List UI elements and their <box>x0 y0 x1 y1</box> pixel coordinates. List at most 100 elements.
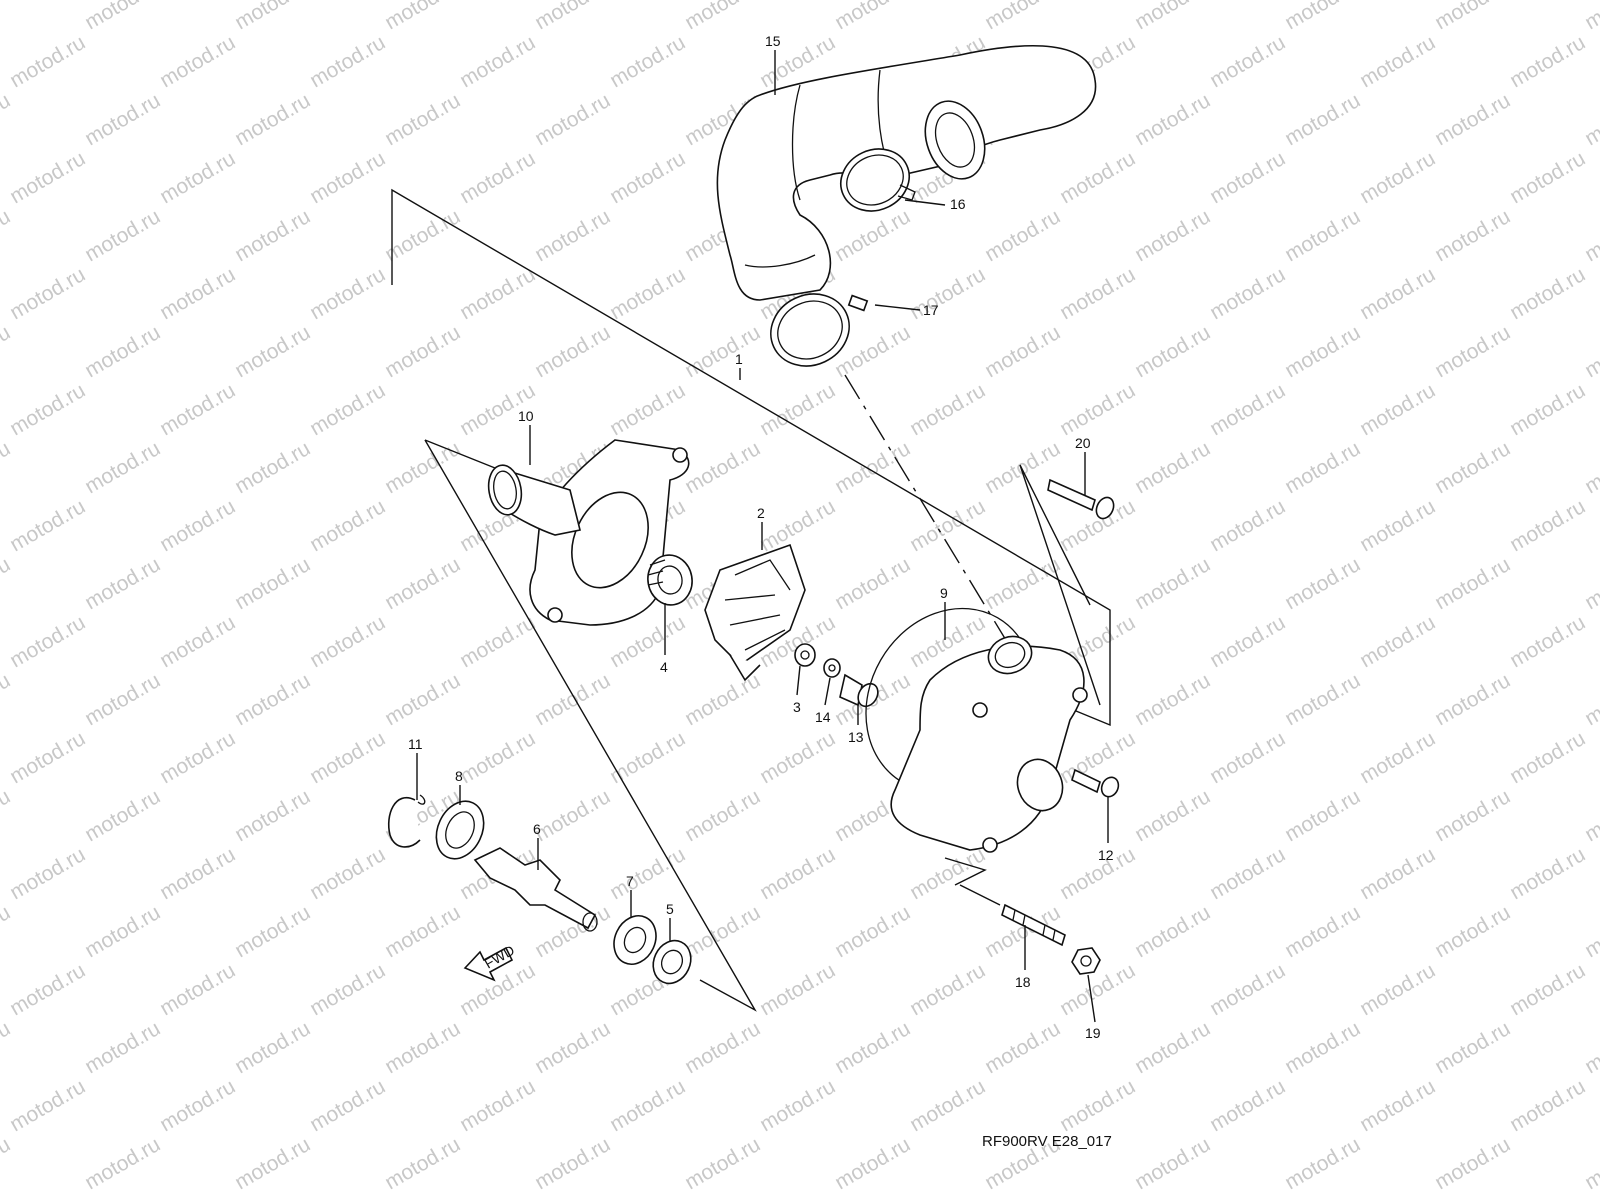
watermark-text: motod.ru <box>1056 959 1139 1020</box>
watermark-text: motod.ru <box>81 437 164 498</box>
washer-14 <box>823 658 841 678</box>
watermark-text: motod.ru <box>906 263 989 324</box>
watermark-text: motod.ru <box>756 1075 839 1136</box>
callout-2: 2 <box>757 505 765 521</box>
callout-19: 19 <box>1085 1025 1101 1041</box>
callout-7: 7 <box>626 873 634 889</box>
watermark-text: motod.ru <box>1356 611 1439 672</box>
watermark-text: motod.ru <box>156 379 239 440</box>
watermark-text: motod.ru <box>306 379 389 440</box>
callout-17: 17 <box>923 302 939 318</box>
watermark-text: motod.ru <box>81 669 164 730</box>
bolt-13 <box>839 673 879 708</box>
watermark-text: motod.ru <box>6 379 89 440</box>
watermark-text: motod.ru <box>1431 1017 1514 1078</box>
watermark-text: motod.ru <box>1206 843 1289 904</box>
bearing-8 <box>435 800 485 860</box>
watermark-text: motod.ru <box>0 437 14 498</box>
watermark-text: motod.ru <box>1431 89 1514 150</box>
watermark-text: motod.ru <box>0 1017 14 1078</box>
watermark-text: motod.ru <box>531 669 614 730</box>
watermark-text: motod.ru <box>1281 437 1364 498</box>
watermark-text: motod.ru <box>606 727 689 788</box>
watermark-text: motod.ru <box>1506 959 1589 1020</box>
watermark-text: motod.ru <box>0 205 14 266</box>
watermark-text: motod.ru <box>1506 263 1589 324</box>
watermark-text: motod.ru <box>531 321 614 382</box>
watermark-text: motod.ru <box>1281 89 1364 150</box>
callout-14: 14 <box>815 709 831 725</box>
watermark-text: motod.ru <box>156 727 239 788</box>
watermark-text: motod.ru <box>1431 553 1514 614</box>
callout-9: 9 <box>940 585 948 601</box>
watermark-text: motod.ru <box>81 1017 164 1078</box>
watermark-text: motod.ru <box>981 1017 1064 1078</box>
watermark-text: motod.ru <box>1131 437 1214 498</box>
washer-3 <box>794 643 816 667</box>
watermark-text: motod.ru <box>6 147 89 208</box>
watermark-text: motod.ru <box>306 959 389 1020</box>
watermark-text: motod.ru <box>1281 321 1364 382</box>
watermark-text: motod.ru <box>606 379 689 440</box>
watermark-text: motod.ru <box>0 785 14 846</box>
pump-shaft-6 <box>473 847 598 932</box>
watermark-text: motod.ru <box>1431 901 1514 962</box>
watermark-text: motod.ru <box>231 901 314 962</box>
bolt-12 <box>1071 768 1120 798</box>
callout-4: 4 <box>660 659 668 675</box>
circlip-11 <box>388 794 426 848</box>
watermark-text: motod.ru <box>981 0 1064 34</box>
watermark-text: motod.ru <box>6 263 89 324</box>
watermark-text: motod.ru <box>1431 437 1514 498</box>
watermark-text: motod.ru <box>1581 901 1600 962</box>
watermark-text: motod.ru <box>1281 785 1364 846</box>
watermark-text: motod.ru <box>456 263 539 324</box>
watermark-text: motod.ru <box>531 205 614 266</box>
watermark-text: motod.ru <box>81 553 164 614</box>
callout-3: 3 <box>793 699 801 715</box>
mechanical-seal-4 <box>647 554 693 606</box>
watermark-text: motod.ru <box>306 727 389 788</box>
watermark-text: motod.ru <box>1206 611 1289 672</box>
watermark-text: motod.ru <box>156 1075 239 1136</box>
watermark-text: motod.ru <box>531 89 614 150</box>
watermark-text: motod.ru <box>1206 31 1289 92</box>
watermark-text: motod.ru <box>1131 1133 1214 1194</box>
watermark-text: motod.ru <box>981 205 1064 266</box>
callout-11: 11 <box>408 736 423 752</box>
watermark-text: motod.ru <box>606 147 689 208</box>
watermark-text: motod.ru <box>681 437 764 498</box>
watermark-text: motod.ru <box>1581 321 1600 382</box>
watermark-text: motod.ru <box>756 727 839 788</box>
watermark-text: motod.ru <box>1506 495 1589 556</box>
watermark-text: motod.ru <box>1581 553 1600 614</box>
watermark-text: motod.ru <box>6 727 89 788</box>
watermark-text: motod.ru <box>231 1017 314 1078</box>
watermark-text: motod.ru <box>1206 379 1289 440</box>
hose-clamp-16 <box>840 148 916 212</box>
watermark-text: motod.ru <box>81 0 164 34</box>
watermark-text: motod.ru <box>1581 1133 1600 1194</box>
watermark-text: motod.ru <box>681 1133 764 1194</box>
watermark-text: motod.ru <box>831 1017 914 1078</box>
watermark-text: motod.ru <box>1581 669 1600 730</box>
watermark-text: motod.ru <box>1206 1075 1289 1136</box>
watermark-text: motod.ru <box>1131 901 1214 962</box>
watermark-text: motod.ru <box>531 785 614 846</box>
nut-19 <box>1071 947 1101 975</box>
watermark-text: motod.ru <box>306 495 389 556</box>
watermark-text: motod.ru <box>1506 1075 1589 1136</box>
watermark-text: motod.ru <box>0 901 14 962</box>
watermark-text: motod.ru <box>906 379 989 440</box>
watermark-text: motod.ru <box>1356 1075 1439 1136</box>
watermark-text: motod.ru <box>231 437 314 498</box>
callout-1: 1 <box>735 351 743 367</box>
watermark-text: motod.ru <box>1581 89 1600 150</box>
watermark-text: motod.ru <box>1206 495 1289 556</box>
watermark-text: motod.ru <box>231 321 314 382</box>
watermark-text: motod.ru <box>681 1017 764 1078</box>
watermark-text: motod.ru <box>1281 205 1364 266</box>
watermark-text: motod.ru <box>1056 263 1139 324</box>
watermark-text: motod.ru <box>1506 147 1589 208</box>
